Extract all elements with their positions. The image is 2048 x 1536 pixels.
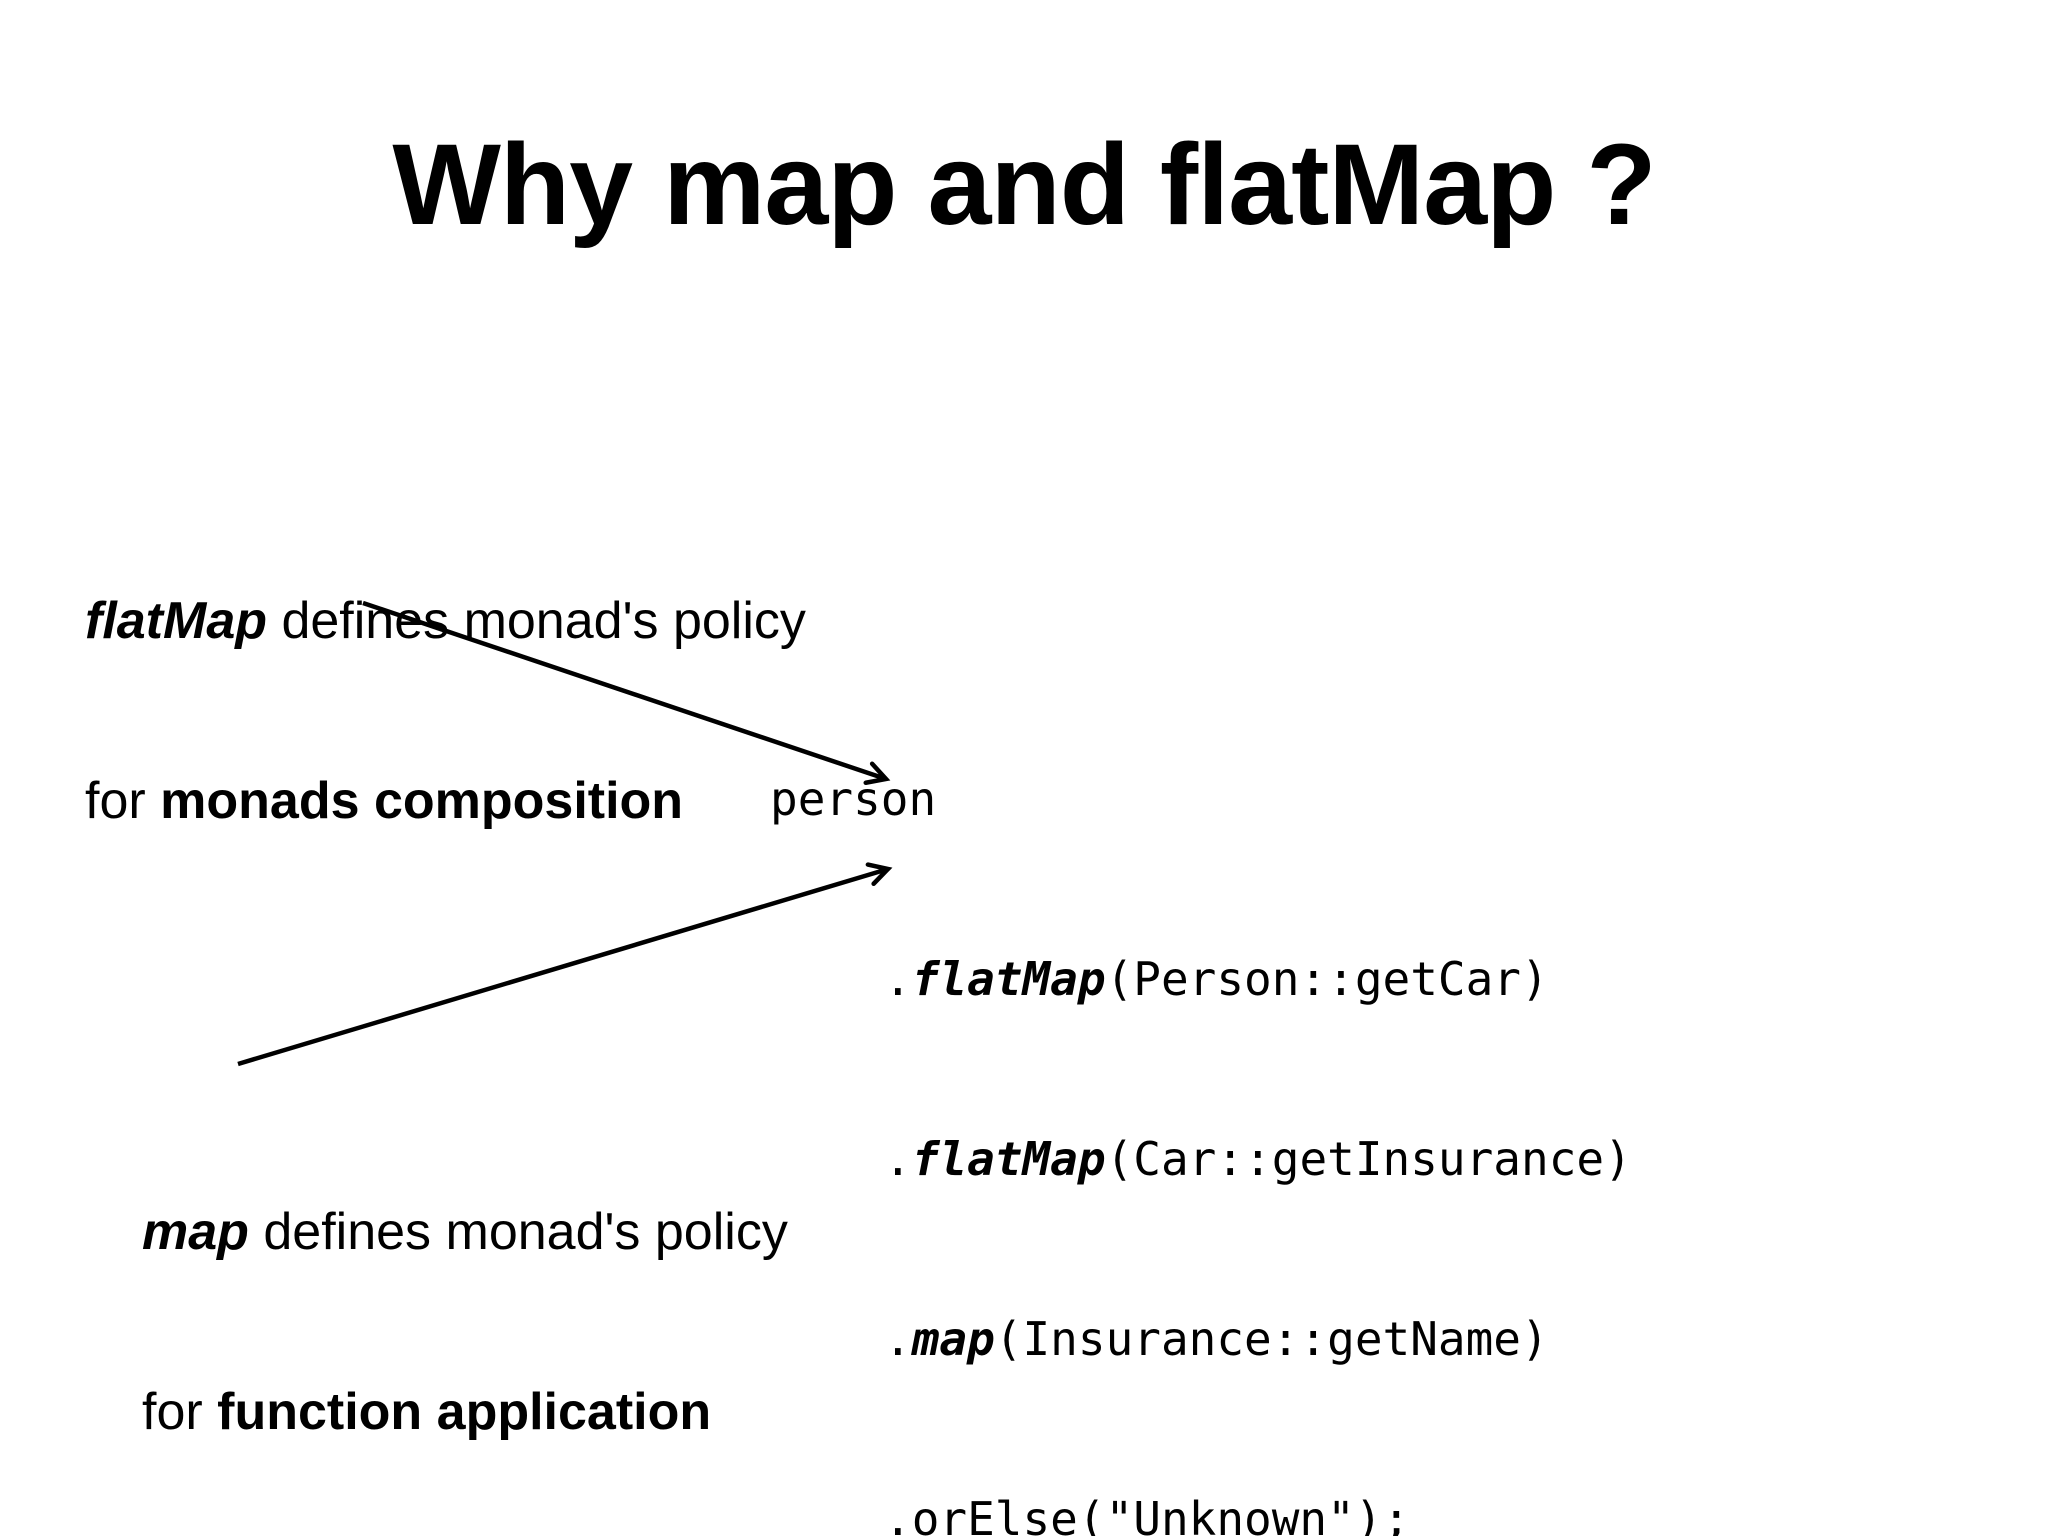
- map-note-line2-bold: function application: [217, 1383, 712, 1441]
- code-flatmap-keyword: flatMap: [911, 1132, 1106, 1186]
- code-map-args: (Insurance::getName): [994, 1312, 1549, 1366]
- map-note-line1-text: defines monad's policy: [248, 1203, 788, 1261]
- map-note-keyword: map: [142, 1203, 249, 1261]
- code-line-orelse: .orElse("Unknown");: [770, 1489, 1632, 1536]
- code-flatmap-args: (Person::getCar): [1105, 952, 1549, 1006]
- code-map-keyword: map: [911, 1312, 995, 1366]
- flatmap-note-keyword: flatMap: [85, 592, 267, 650]
- code-dot: .: [884, 1132, 912, 1186]
- code-line-flatmap-getinsurance: .flatMap(Car::getInsurance): [770, 1129, 1632, 1189]
- code-block: person .flatMap(Person::getCar) .flatMap…: [770, 649, 1632, 1536]
- code-dot: .: [884, 1312, 912, 1366]
- flatmap-note-line1-text: defines monad's policy: [267, 592, 806, 650]
- code-flatmap-keyword: flatMap: [911, 952, 1106, 1006]
- flatmap-note-line2-bold: monads composition: [160, 772, 684, 830]
- map-note-line2-plain: for: [142, 1383, 218, 1441]
- code-person-text: person: [770, 772, 937, 826]
- flatmap-note: flatMap defines monad's policy for monad…: [85, 471, 806, 951]
- map-note: map defines monad's policy for function …: [142, 1082, 788, 1536]
- code-dot: .: [884, 952, 912, 1006]
- code-flatmap-args: (Car::getInsurance): [1105, 1132, 1632, 1186]
- code-line-flatmap-getcar: .flatMap(Person::getCar): [770, 949, 1632, 1009]
- code-line-map-getname: .map(Insurance::getName): [770, 1309, 1632, 1369]
- flatmap-note-line2: for monads composition: [85, 771, 806, 831]
- code-line-person: person: [770, 769, 1632, 829]
- slide-title: Why map and flatMap ?: [392, 121, 1656, 249]
- code-orelse-text: .orElse("Unknown");: [884, 1492, 1411, 1536]
- map-note-line1: map defines monad's policy: [142, 1202, 788, 1262]
- flatmap-note-line2-plain: for: [85, 772, 161, 830]
- map-note-line2: for function application: [142, 1382, 788, 1442]
- flatmap-note-line1: flatMap defines monad's policy: [85, 591, 806, 651]
